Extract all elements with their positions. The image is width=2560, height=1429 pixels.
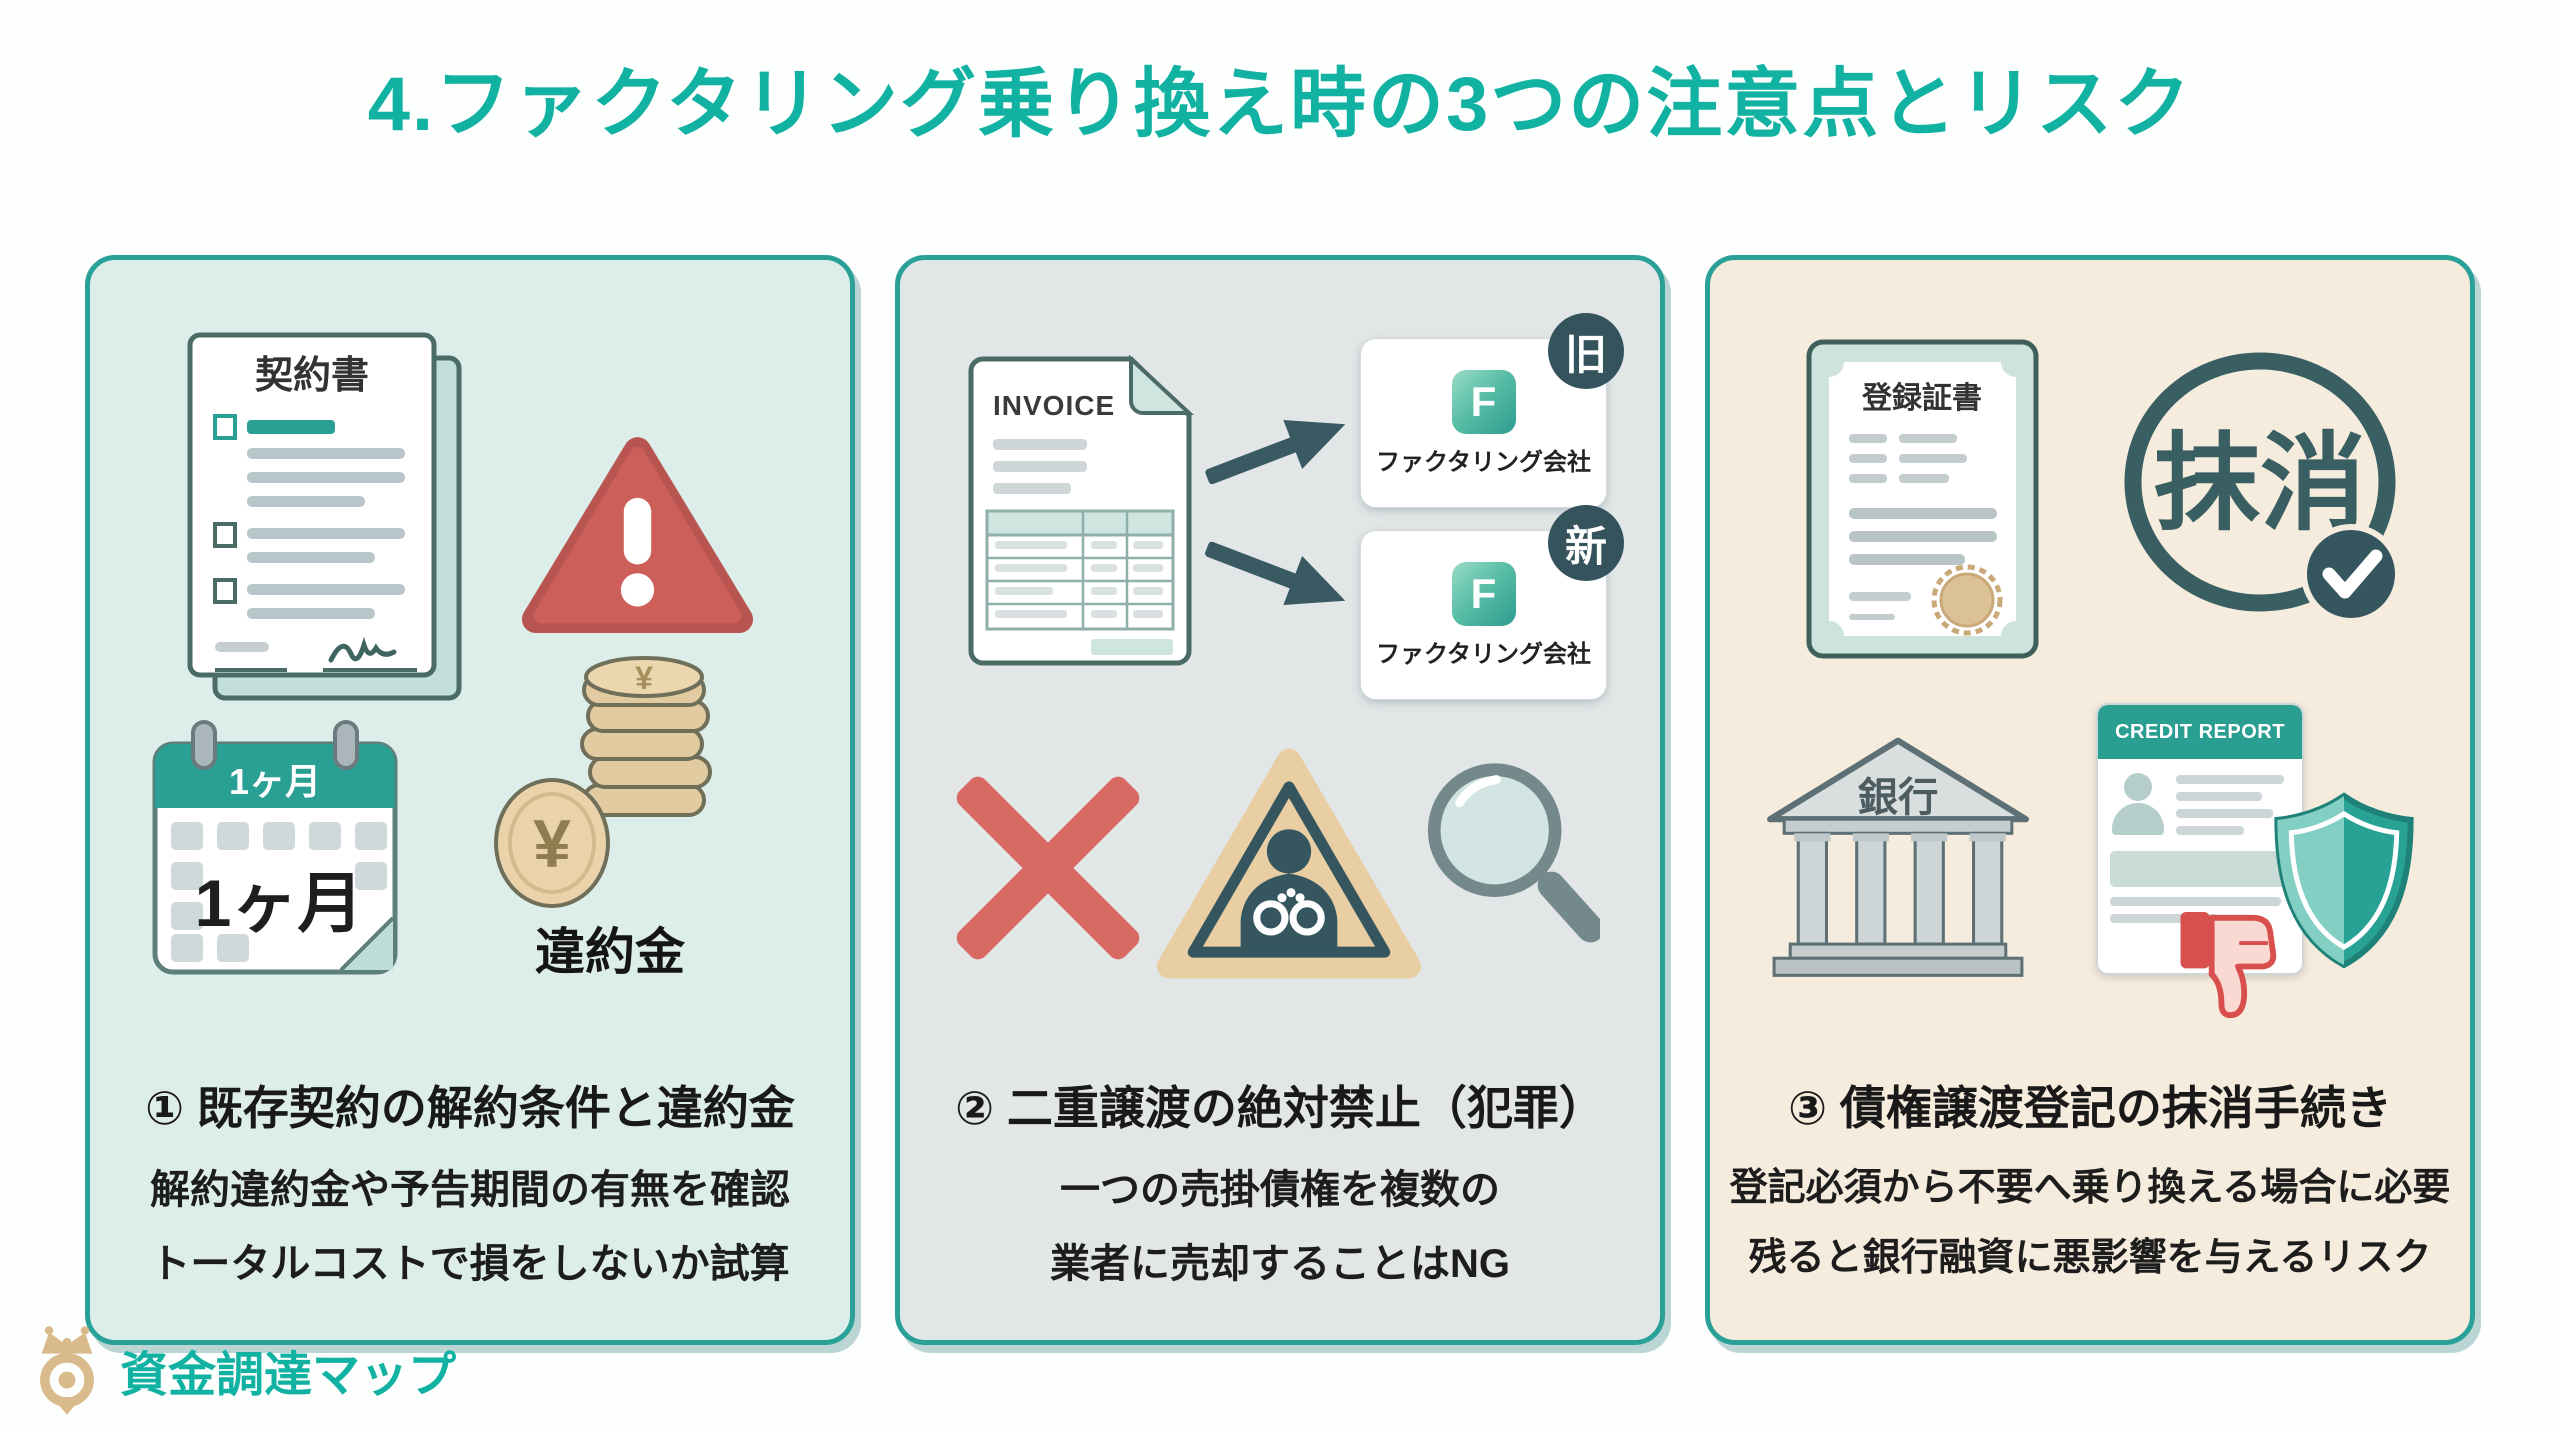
- arrow-to-old-company-icon: [1205, 419, 1346, 485]
- stamp-text: 抹消: [2154, 425, 2366, 543]
- card2-body-line1: 一つの売掛債権を複数の: [1060, 1168, 1500, 1212]
- brand-logo: 資金調達マップ: [28, 1322, 456, 1417]
- factoring-company-logo-icon: F: [1451, 369, 1516, 434]
- card-registration-cancellation: 登録証書 抹消 銀行: [1705, 255, 2475, 1345]
- calendar-one-month-label: 1ヶ月: [195, 866, 364, 940]
- card3-body: 登記必須から不要へ乗り換える場合に必要 残ると銀行融資に悪影響を与えるリスク: [1714, 1153, 2466, 1294]
- factoring-company-old-label: ファクタリング会社: [1375, 448, 1592, 476]
- contract-document-icon: 契約書: [187, 332, 462, 701]
- old-badge: 旧: [1548, 313, 1624, 389]
- certificate-title: 登録証書: [1861, 381, 1982, 415]
- card1-body-line1: 解約違約金や予告期間の有無を確認: [150, 1168, 790, 1212]
- invoice-document-icon: INVOICE: [968, 355, 1195, 666]
- calendar-icon: 1ヶ月 1ヶ月: [152, 720, 398, 975]
- shield-icon: [2274, 792, 2414, 969]
- card3-heading: ③ 債権譲渡登記の抹消手続き: [1788, 1082, 2392, 1134]
- factoring-company-old-card: 旧 F ファクタリング会社: [1360, 313, 1624, 508]
- card1-body-line2: トータルコストで損をしないか試算: [150, 1242, 790, 1286]
- card2-heading: ② 二重譲渡の絶対禁止（犯罪）: [955, 1082, 1605, 1134]
- bank-label: 銀行: [1858, 775, 1939, 820]
- card2-body: 一つの売掛債権を複数の 業者に売却することはNG: [904, 1153, 1656, 1301]
- coin-stack-icon: ¥ ¥: [494, 656, 712, 908]
- thumbs-down-icon: [2180, 911, 2277, 1019]
- registration-certificate-icon: 登録証書: [1806, 339, 2039, 659]
- crime-warning-triangle-icon: [1157, 748, 1421, 979]
- magnifier-icon: [1427, 763, 1600, 943]
- contract-title: 契約書: [255, 355, 369, 397]
- credit-report-title: CREDIT REPORT: [2098, 705, 2302, 759]
- invoice-title: INVOICE: [993, 390, 1115, 421]
- card1-heading: ① 既存契約の解約条件と違約金: [145, 1082, 795, 1134]
- coin-yen-top: ¥: [635, 660, 653, 696]
- warning-triangle-icon: [521, 437, 754, 634]
- card3-body-line1: 登記必須から不要へ乗り換える場合に必要: [1729, 1167, 2451, 1209]
- avatar-icon: [2110, 771, 2166, 835]
- card2-body-line2: 業者に売却することはNG: [1050, 1242, 1510, 1286]
- factoring-company-new-card: 新 F ファクタリング会社: [1360, 505, 1624, 700]
- crown-map-pin-icon: [40, 1326, 94, 1415]
- card-existing-contract-penalty: 契約書: [85, 255, 855, 1345]
- card3-body-line2: 残ると銀行融資に悪影響を与えるリスク: [1748, 1237, 2432, 1280]
- coin-yen-front: ¥: [533, 806, 571, 882]
- brand-name: 資金調達マップ: [120, 1348, 457, 1402]
- cards-row: 契約書: [85, 255, 2475, 1345]
- factoring-company-logo-icon: F: [1451, 561, 1516, 626]
- card-double-assignment-ban: INVOICE 旧 F フ: [895, 255, 1665, 1345]
- card1-body: 解約違約金や予告期間の有無を確認 トータルコストで損をしないか試算: [94, 1153, 846, 1301]
- page-title: 4.ファクタリング乗り換え時の3つの注意点とリスク: [367, 62, 2193, 147]
- penalty-label: 違約金: [535, 924, 685, 980]
- cross-mark-icon: [952, 772, 1143, 963]
- arrow-to-new-company-icon: [1205, 541, 1346, 606]
- calendar-header-label: 1ヶ月: [229, 761, 321, 802]
- bank-building-icon: 銀行: [1767, 737, 2029, 977]
- cancellation-stamp-icon: 抹消: [2124, 352, 2401, 624]
- factoring-company-new-label: ファクタリング会社: [1375, 640, 1592, 668]
- new-badge: 新: [1548, 505, 1624, 581]
